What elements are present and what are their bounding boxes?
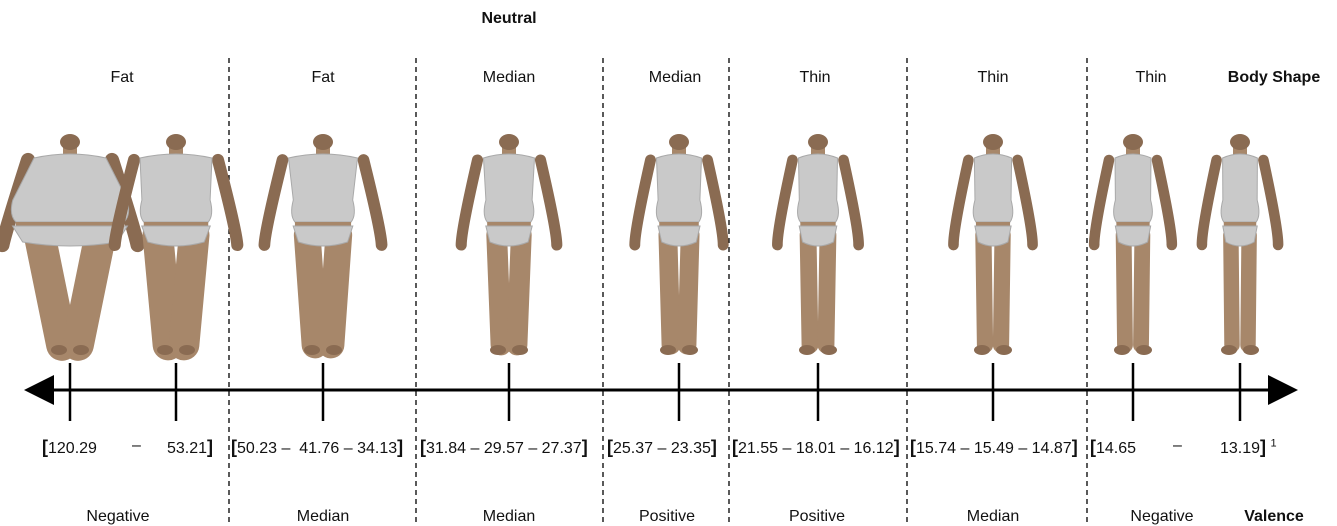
range-group-5: [21.55 – 18.01 – 16.12] — [732, 437, 900, 458]
neutral-label: Neutral — [481, 10, 536, 28]
range-group-7-end: 13.19] 1 — [1220, 437, 1277, 458]
range-group-6: [15.74 – 15.49 – 14.87] — [910, 437, 1078, 458]
valence-label-4: Positive — [639, 508, 695, 526]
range-group-2: [50.23 – 41.76 – 34.13] — [231, 437, 403, 458]
body-figure — [777, 134, 858, 355]
range-value: 120.29 — [48, 440, 97, 457]
range-group-7: [14.65 — [1090, 437, 1136, 458]
shape-label-2: Fat — [311, 69, 334, 87]
range-group-1-end: 53.21] — [167, 437, 213, 458]
shape-label-3: Median — [483, 69, 535, 87]
valence-label-5: Positive — [789, 508, 845, 526]
range-group-4: [25.37 – 23.35] — [607, 437, 717, 458]
range-value: 21.55 – 18.01 – 16.12 — [738, 440, 894, 457]
range-value: 13.19 — [1220, 440, 1260, 457]
range-value: 31.84 – 29.57 – 27.37 — [426, 440, 582, 457]
footnote-marker: 1 — [1271, 438, 1277, 450]
range-value: 14.65 — [1096, 440, 1136, 457]
body-figure — [1094, 134, 1172, 355]
valence-label-1: Negative — [86, 508, 149, 526]
range-close-bracket: ] — [894, 437, 900, 457]
body-shape-row-label: Body Shape — [1228, 69, 1320, 87]
valence-label-3: Median — [483, 508, 535, 526]
shape-label-5: Thin — [799, 69, 830, 87]
range-value: 50.23 – — [237, 440, 290, 457]
shape-label-1: Fat — [110, 69, 133, 87]
shape-label-4: Median — [649, 69, 701, 87]
axis-ticks — [70, 363, 1240, 421]
range-close-bracket: ] — [711, 437, 717, 457]
range-group-1: [120.29 — [42, 437, 97, 458]
range-close-bracket: ] — [582, 437, 588, 457]
range-close-bracket: ] — [397, 437, 403, 457]
range-group-1-dash: – — [132, 437, 141, 455]
shape-label-7: Thin — [1135, 69, 1166, 87]
body-figure — [953, 134, 1032, 355]
range-value: – — [1173, 437, 1182, 454]
range-value: – — [132, 437, 141, 454]
range-close-bracket: ] — [207, 437, 213, 457]
valence-row-label: Valence — [1244, 508, 1304, 526]
range-value: 53.21 — [167, 440, 207, 457]
range-close-bracket: ] — [1072, 437, 1078, 457]
range-value: 25.37 – 23.35 — [613, 440, 711, 457]
valence-label-7: Negative — [1130, 508, 1193, 526]
range-value: 34.13 — [357, 440, 397, 457]
range-group-3: [31.84 – 29.57 – 27.37] — [420, 437, 588, 458]
body-figure — [635, 134, 723, 355]
shape-label-6: Thin — [977, 69, 1008, 87]
body-figure — [264, 134, 381, 355]
range-value: 41.76 – — [299, 440, 352, 457]
valence-label-2: Median — [297, 508, 349, 526]
valence-label-6: Median — [967, 508, 1019, 526]
range-value: 15.74 – 15.49 – 14.87 — [916, 440, 1072, 457]
body-figure — [1202, 134, 1278, 355]
range-group-7-dash: – — [1173, 437, 1182, 455]
range-close-bracket: ] — [1260, 437, 1266, 457]
body-figure — [461, 134, 557, 355]
